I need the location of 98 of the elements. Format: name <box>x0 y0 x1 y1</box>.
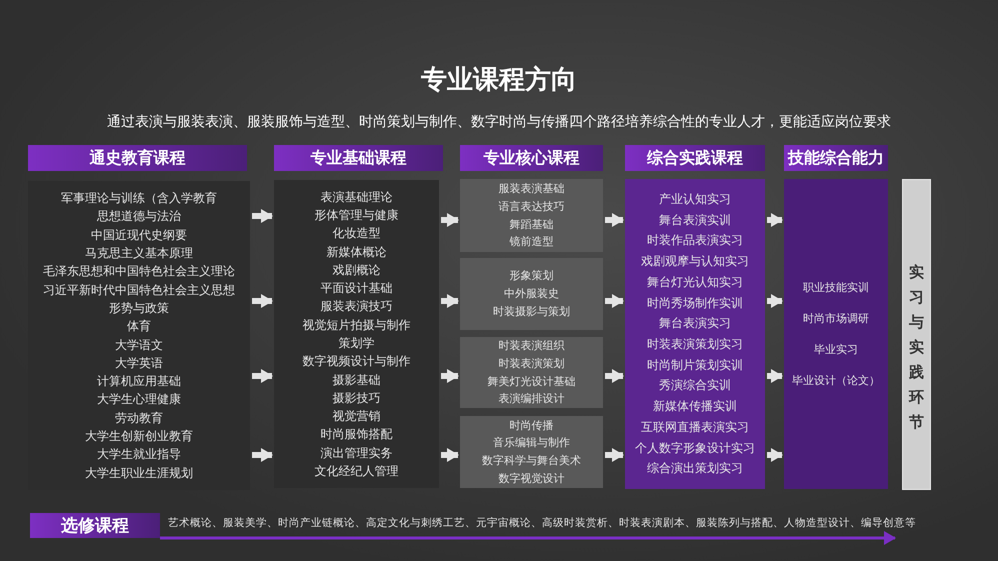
course-panel <box>460 258 603 330</box>
course-name: 舞台表演实训 <box>659 212 731 229</box>
course-name: 平面设计基础 <box>320 280 392 298</box>
course-name: 中外服装史 <box>504 286 559 302</box>
course-name: 大学生创新创业教育 <box>85 428 193 445</box>
course-panel <box>274 180 439 488</box>
course-name: 新媒体传播实训 <box>653 398 737 416</box>
course-name: 时尚服饰搭配 <box>320 426 392 444</box>
course-name: 产业认知实习 <box>659 191 731 208</box>
course-name: 时尚秀场制作实训 <box>647 294 743 312</box>
arrow <box>252 369 273 383</box>
course-name: 中国近现代史纲要 <box>91 226 187 244</box>
column-header: 通史教育课程 <box>28 145 247 171</box>
course-name: 戏剧概论 <box>332 262 380 279</box>
course-name: 思想道德与法治 <box>97 208 181 226</box>
subtitle: 通过表演与服装表演、服装服饰与造型、时尚策划与制作、数字时尚与传播四个路径培养综合性的专业人才，更能适应岗位要求 <box>106 113 892 131</box>
course-name: 时装摄影与策划 <box>493 304 570 320</box>
column-header: 综合实践课程 <box>625 145 765 171</box>
course-name: 互联网直播表演实习 <box>641 418 749 436</box>
course-name: 数字视频设计与制作 <box>302 353 410 370</box>
arrow <box>252 448 273 462</box>
arrow <box>605 213 624 227</box>
course-name: 职业技能实训 <box>803 280 869 296</box>
course-name: 毕业设计（论文） <box>792 373 880 389</box>
course-name: 时尚制片策划实训 <box>647 356 743 374</box>
course-name: 时装表演策划实习 <box>647 336 743 353</box>
course-name: 新媒体概论 <box>326 244 386 261</box>
course-name: 数字视觉设计 <box>498 470 564 487</box>
course-name: 文化经纪人管理 <box>314 463 398 480</box>
course-panel <box>460 337 603 408</box>
course-name: 舞台表演实习 <box>659 315 731 332</box>
course-name: 舞台灯光认知实习 <box>647 274 743 291</box>
column-header: 技能综合能力 <box>784 145 888 171</box>
arrow <box>605 448 624 462</box>
course-name: 形势与政策 <box>109 300 169 317</box>
course-name: 个人数字形象设计实习 <box>635 440 755 457</box>
course-name: 时装作品表演实习 <box>647 232 743 250</box>
course-name: 大学英语 <box>115 354 163 372</box>
course-panel <box>460 179 603 252</box>
title: 专业课程方向 <box>420 64 578 97</box>
course-name: 体育 <box>127 318 151 336</box>
arrow <box>252 294 273 308</box>
course-name: 视觉短片拍摄与制作 <box>302 316 410 334</box>
course-name: 数字科学与舞台美术 <box>482 453 581 469</box>
elective-list: 艺术概论、服装美学、时尚产业链概论、高定文化与刺绣工艺、元宇宙概论、高级时装赏析、时装表演剧本、服装陈列与搭配、人物造型设计、编导创意等 <box>168 516 916 530</box>
course-panel <box>625 179 765 489</box>
arrow <box>441 294 459 308</box>
course-name: 形象策划 <box>510 268 554 284</box>
course-name: 军事理论与训练（含入学教育 <box>61 190 217 208</box>
course-name: 服装表演基础 <box>498 181 564 198</box>
arrow <box>441 448 459 462</box>
course-name: 表演基础理论 <box>320 188 392 206</box>
course-name: 策划学 <box>338 335 374 352</box>
course-name: 舞美灯光设计基础 <box>488 374 576 390</box>
arrow <box>441 213 459 227</box>
course-name: 舞蹈基础 <box>510 216 554 232</box>
course-name: 音乐编辑与制作 <box>493 435 570 452</box>
column-header: 专业核心课程 <box>460 145 603 171</box>
course-name: 服装表演技巧 <box>320 298 392 316</box>
course-name: 大学生职业生涯规划 <box>85 464 193 482</box>
course-name: 计算机应用基础 <box>97 373 181 390</box>
course-name: 时尚传播 <box>510 418 554 434</box>
course-name: 时装表演组织 <box>498 338 564 354</box>
course-name: 大学生心理健康 <box>97 391 181 408</box>
course-name: 综合演出策划实习 <box>647 460 743 478</box>
arrow <box>767 448 783 462</box>
course-name: 视觉营销 <box>332 408 380 426</box>
elective-tag: 选修课程 <box>30 513 160 538</box>
course-name: 秀演综合实训 <box>659 377 731 394</box>
arrow <box>441 369 459 383</box>
course-name: 时装表演策划 <box>498 356 564 372</box>
course-name: 毕业实习 <box>814 342 858 358</box>
arrow <box>605 294 624 308</box>
arrow <box>605 369 624 383</box>
column-header: 专业基础课程 <box>274 145 443 171</box>
course-name: 表演编排设计 <box>498 391 564 408</box>
course-name: 形体管理与健康 <box>314 206 398 224</box>
course-panel <box>784 179 888 489</box>
practice-bar: 实习与实践环节 <box>902 179 931 490</box>
course-name: 演出管理实务 <box>320 444 392 462</box>
arrow <box>767 294 783 308</box>
course-name: 摄影技巧 <box>332 390 380 407</box>
course-name: 马克思主义基本原理 <box>85 245 193 262</box>
arrow <box>767 213 783 227</box>
course-name: 劳动教育 <box>115 410 163 427</box>
course-name: 摄影基础 <box>332 372 380 389</box>
course-name: 时尚市场调研 <box>803 311 869 327</box>
arrow <box>252 209 273 223</box>
course-name: 习近平新时代中国特色社会主义思想 <box>43 282 235 299</box>
course-name: 大学语文 <box>115 336 163 354</box>
course-name: 语言表达技巧 <box>498 198 564 215</box>
course-name: 镜前造型 <box>510 234 554 250</box>
course-name: 大学生就业指导 <box>97 446 181 464</box>
arrow <box>767 369 783 383</box>
course-name: 戏剧观摩与认知实习 <box>641 253 749 270</box>
course-panel <box>460 416 603 488</box>
course-name: 毛泽东思想和中国特色社会主义理论 <box>43 263 235 280</box>
course-name: 化妆造型 <box>332 225 380 242</box>
